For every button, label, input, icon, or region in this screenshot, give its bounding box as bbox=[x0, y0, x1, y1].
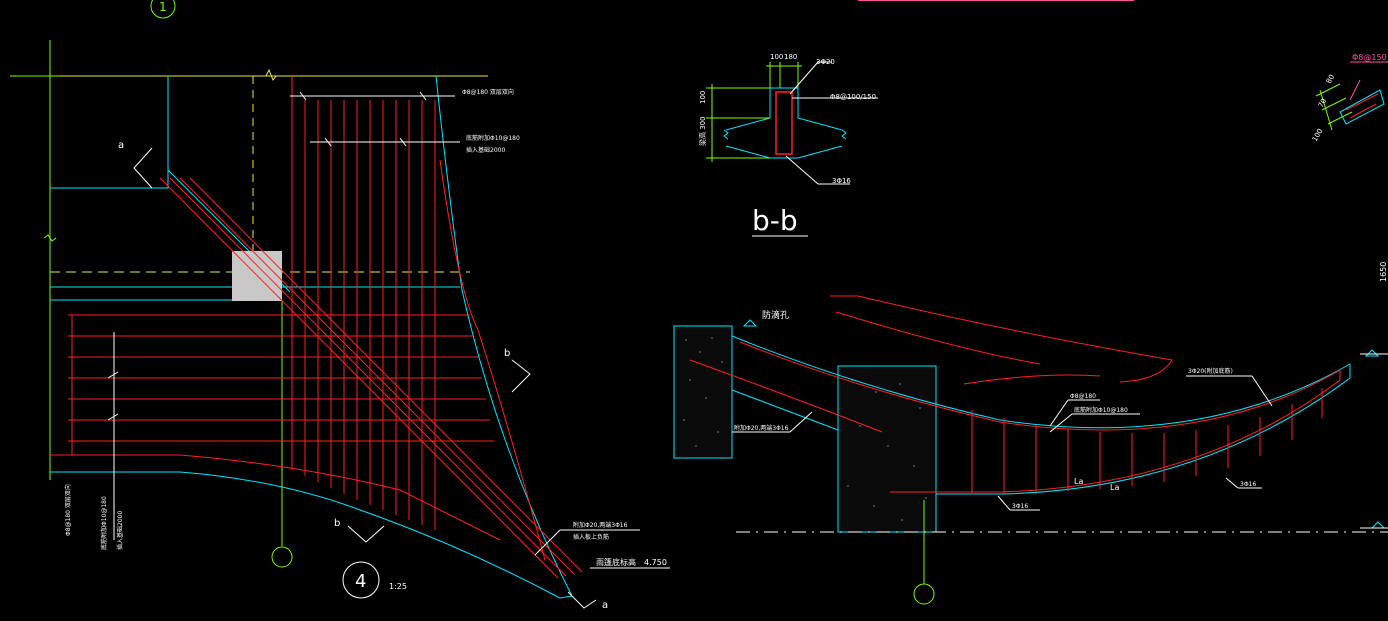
section-bb-bar-top: 3Φ20 bbox=[816, 58, 835, 66]
elevation-top-tag: 防滴孔 bbox=[762, 309, 789, 321]
grid-axes bbox=[10, 40, 283, 546]
corner-side-dim: 1650 bbox=[1379, 262, 1388, 282]
plan-note-left-vertical-3: 插入基础2000 bbox=[116, 511, 124, 550]
grid-bubble-top bbox=[150, 0, 176, 19]
plan-note-edge-bar-1: 附加Φ20,两端3Φ16 bbox=[573, 521, 628, 529]
section-mark-a-top: a bbox=[118, 140, 124, 151]
elevation-anchor-2: La bbox=[1110, 483, 1119, 492]
detail-number: 4 bbox=[355, 571, 366, 592]
grid-bubble-bottom bbox=[271, 546, 293, 568]
section-bb-title: b-b bbox=[752, 204, 798, 237]
section-bb: 100 180 3Φ20 Φ8@100/150 3Φ16 100 梁高 300 … bbox=[698, 53, 878, 237]
plan-elevation-value: 4.750 bbox=[644, 558, 667, 567]
plan-elevation-label: 雨篷底标高 bbox=[596, 557, 636, 567]
plan-detail: Φ8@180 双层双向 底筋附加Φ10@180 插入基础2000 Φ8@180 … bbox=[10, 0, 670, 611]
detail-number-circle bbox=[342, 561, 380, 599]
plan-rebar bbox=[50, 76, 583, 579]
corner-dim-1: 80 bbox=[1325, 73, 1336, 85]
section-bb-bar-bottom: 3Φ16 bbox=[832, 177, 851, 185]
elevation-bar-left: 附加Φ20,两端3Φ16 bbox=[734, 424, 789, 432]
grid-bubble-top-label: 1 bbox=[159, 0, 167, 14]
corner-dim-2: 70 bbox=[1317, 97, 1328, 109]
plan-note-top-bar: Φ8@180 双层双向 bbox=[462, 88, 514, 96]
plan-note-left-vertical-2: 底筋附加Φ10@180 bbox=[100, 496, 108, 550]
elevation-bar-top-right: 3Φ20(附加底筋) bbox=[1188, 367, 1233, 375]
elevation-view: 防滴孔 Φ8@180 底筋附加Φ10@180 附加Φ20,两端3Φ16 3Φ20… bbox=[673, 295, 1388, 605]
elevation-stirrup-1: Φ8@180 bbox=[1070, 393, 1096, 400]
detail-scale: 1:25 bbox=[389, 582, 407, 591]
section-mark-b-bottom: b bbox=[334, 518, 340, 529]
section-mark-a-bottom: a bbox=[602, 600, 608, 611]
section-bb-dim-side-1: 100 bbox=[699, 91, 707, 104]
plan-leaders bbox=[107, 91, 670, 609]
elevation-anchor-1: La bbox=[1074, 477, 1083, 486]
concrete-outline bbox=[50, 75, 573, 599]
elevation-bar-bottom-2: 3Φ16 bbox=[1240, 481, 1256, 488]
section-bb-dim-side-2: 梁高 300 bbox=[698, 116, 707, 146]
corner-bar: Φ8@150 bbox=[1352, 53, 1387, 62]
plan-note-diag-bar-2: 插入基础2000 bbox=[466, 146, 505, 154]
section-mark-b-right: b bbox=[504, 348, 510, 359]
plan-note-edge-bar-2: 插入板上负筋 bbox=[573, 533, 609, 541]
section-bb-dim-top-2: 180 bbox=[784, 53, 797, 61]
section-bb-dim-top-1: 100 bbox=[770, 53, 783, 61]
wall-left bbox=[673, 325, 733, 459]
corner-detail: Φ8@150 80 70 100 1650 bbox=[858, 0, 1388, 282]
wall-middle bbox=[837, 365, 937, 533]
plan-note-diag-bar-1: 底筋附加Φ10@180 bbox=[466, 134, 520, 142]
elevation-stirrup-2: 底筋附加Φ10@180 bbox=[1074, 406, 1128, 414]
section-bb-stirrup: Φ8@100/150 bbox=[830, 93, 876, 101]
plan-note-left-vertical-1: Φ8@180 双层双向 bbox=[64, 484, 72, 536]
elevation-bar-bottom-1: 3Φ16 bbox=[1012, 503, 1028, 510]
corner-dim-3: 100 bbox=[1311, 127, 1325, 143]
